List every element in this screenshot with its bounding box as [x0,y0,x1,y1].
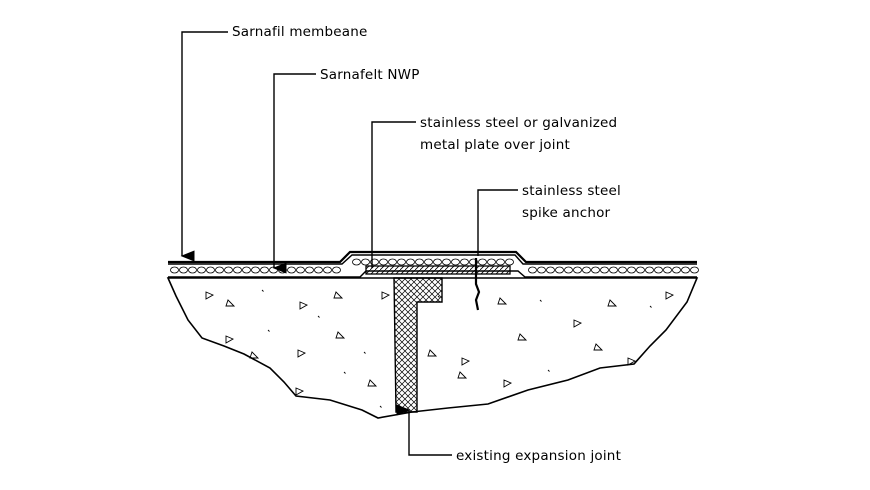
concrete-aggregate [205,289,675,408]
metal-plate [365,265,511,275]
joint-label: existing expansion joint [456,448,621,464]
anchor-label-line2: spike anchor [522,205,611,221]
plate-label-line1: stainless steel or galvanized [420,115,617,131]
concrete-slab [166,277,699,419]
anchor-label-line1: stainless steel [522,183,621,199]
plate-leader [371,121,416,268]
sarnafil-membrane [168,250,697,264]
expansion-joint-filler [393,277,443,413]
leader-lines [180,31,518,456]
spike-anchor [474,258,481,311]
membrane-label: Sarnafil membeane [232,24,368,40]
plate-label-line2: metal plate over joint [420,137,570,153]
felt-leader [272,73,316,274]
felt-label: Sarnafelt NWP [320,67,420,83]
joint-leader [396,404,452,456]
anchor-leader [477,189,518,256]
membrane-leader [180,31,228,262]
